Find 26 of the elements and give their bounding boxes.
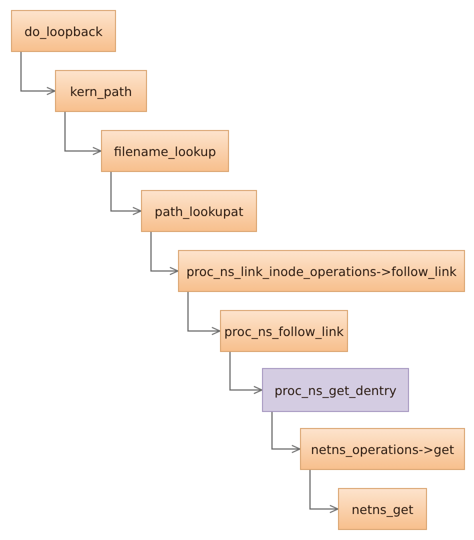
function-box: [262, 368, 409, 412]
connector-arrow: [309, 470, 339, 514]
connector-arrow: [20, 52, 56, 96]
function-box: [101, 130, 229, 172]
function-box: [178, 250, 465, 292]
function-name: path_lookupat: [154, 204, 244, 218]
function-box: [55, 70, 147, 112]
function-name: netns_get: [352, 502, 414, 516]
connector-arrow: [271, 412, 301, 454]
connector-arrow: [229, 352, 263, 394]
function-box: [220, 310, 348, 352]
function-box: [338, 488, 427, 530]
function-name: proc_ns_get_dentry: [274, 382, 396, 398]
connector-arrow: [64, 112, 102, 156]
connector-arrow: [187, 292, 221, 336]
function-name: proc_ns_link_inode_operations->follow_link: [186, 264, 457, 278]
connector-arrow: [110, 172, 142, 216]
function-name: filename_lookup: [114, 144, 216, 158]
connector-arrow: [150, 232, 179, 276]
function-box: [300, 428, 465, 470]
function-box: [141, 190, 257, 232]
function-name: netns_operations->get: [310, 442, 454, 456]
function-name: kern_path: [70, 84, 132, 98]
function-name: proc_ns_follow_link: [224, 324, 344, 338]
function-name: do_loopback: [24, 24, 103, 38]
function-box: [11, 10, 116, 52]
